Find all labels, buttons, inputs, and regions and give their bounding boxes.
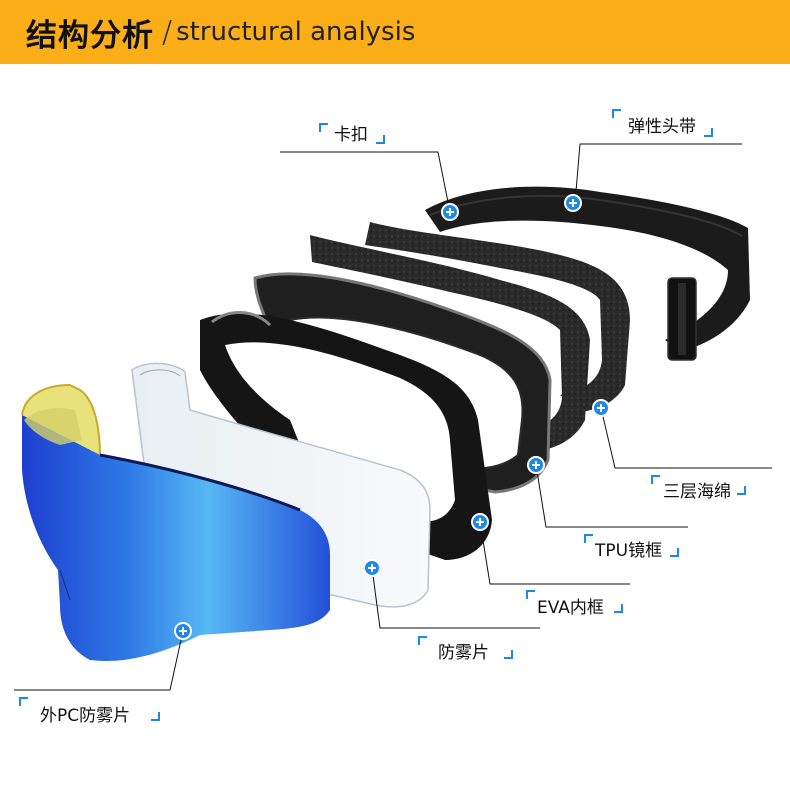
hotspot-foam[interactable] <box>592 399 610 417</box>
label-brackets <box>19 109 746 721</box>
leader-tpu <box>535 464 688 528</box>
leader-eva <box>479 521 630 585</box>
hotspot-eva-frame[interactable] <box>471 513 489 531</box>
outer-pc-lens <box>21 383 330 661</box>
hotspot-tpu-frame[interactable] <box>527 456 545 474</box>
hotspot-buckle[interactable] <box>441 203 459 221</box>
label-eva-frame: EVA内框 <box>537 598 604 618</box>
leader-antifog <box>371 567 540 629</box>
elastic-strap <box>425 186 750 361</box>
leader-outer-pc <box>14 630 184 691</box>
title-separator: / <box>162 14 173 50</box>
page-title: 结构分析 <box>26 17 154 54</box>
leader-foam <box>600 407 772 469</box>
label-antifog: 防雾片 <box>438 643 489 663</box>
leader-buckle <box>280 151 451 213</box>
label-strap: 弹性头带 <box>628 117 696 137</box>
leader-strap <box>574 143 742 204</box>
foam-layer-front <box>310 235 590 452</box>
hotspot-strap[interactable] <box>564 194 582 212</box>
header-bar: 结构分析 / structural analysis <box>0 0 790 64</box>
hotspot-antifog[interactable] <box>363 559 381 577</box>
foam-layer-back <box>365 222 630 412</box>
label-buckle: 卡扣 <box>334 125 368 145</box>
label-foam: 三层海绵 <box>663 482 731 502</box>
page-subtitle: structural analysis <box>176 17 416 47</box>
label-tpu-frame: TPU镜框 <box>595 541 663 561</box>
label-outer-pc: 外PC防雾片 <box>40 706 131 726</box>
hotspot-outer-pc[interactable] <box>174 622 192 640</box>
leader-lines <box>14 143 772 691</box>
